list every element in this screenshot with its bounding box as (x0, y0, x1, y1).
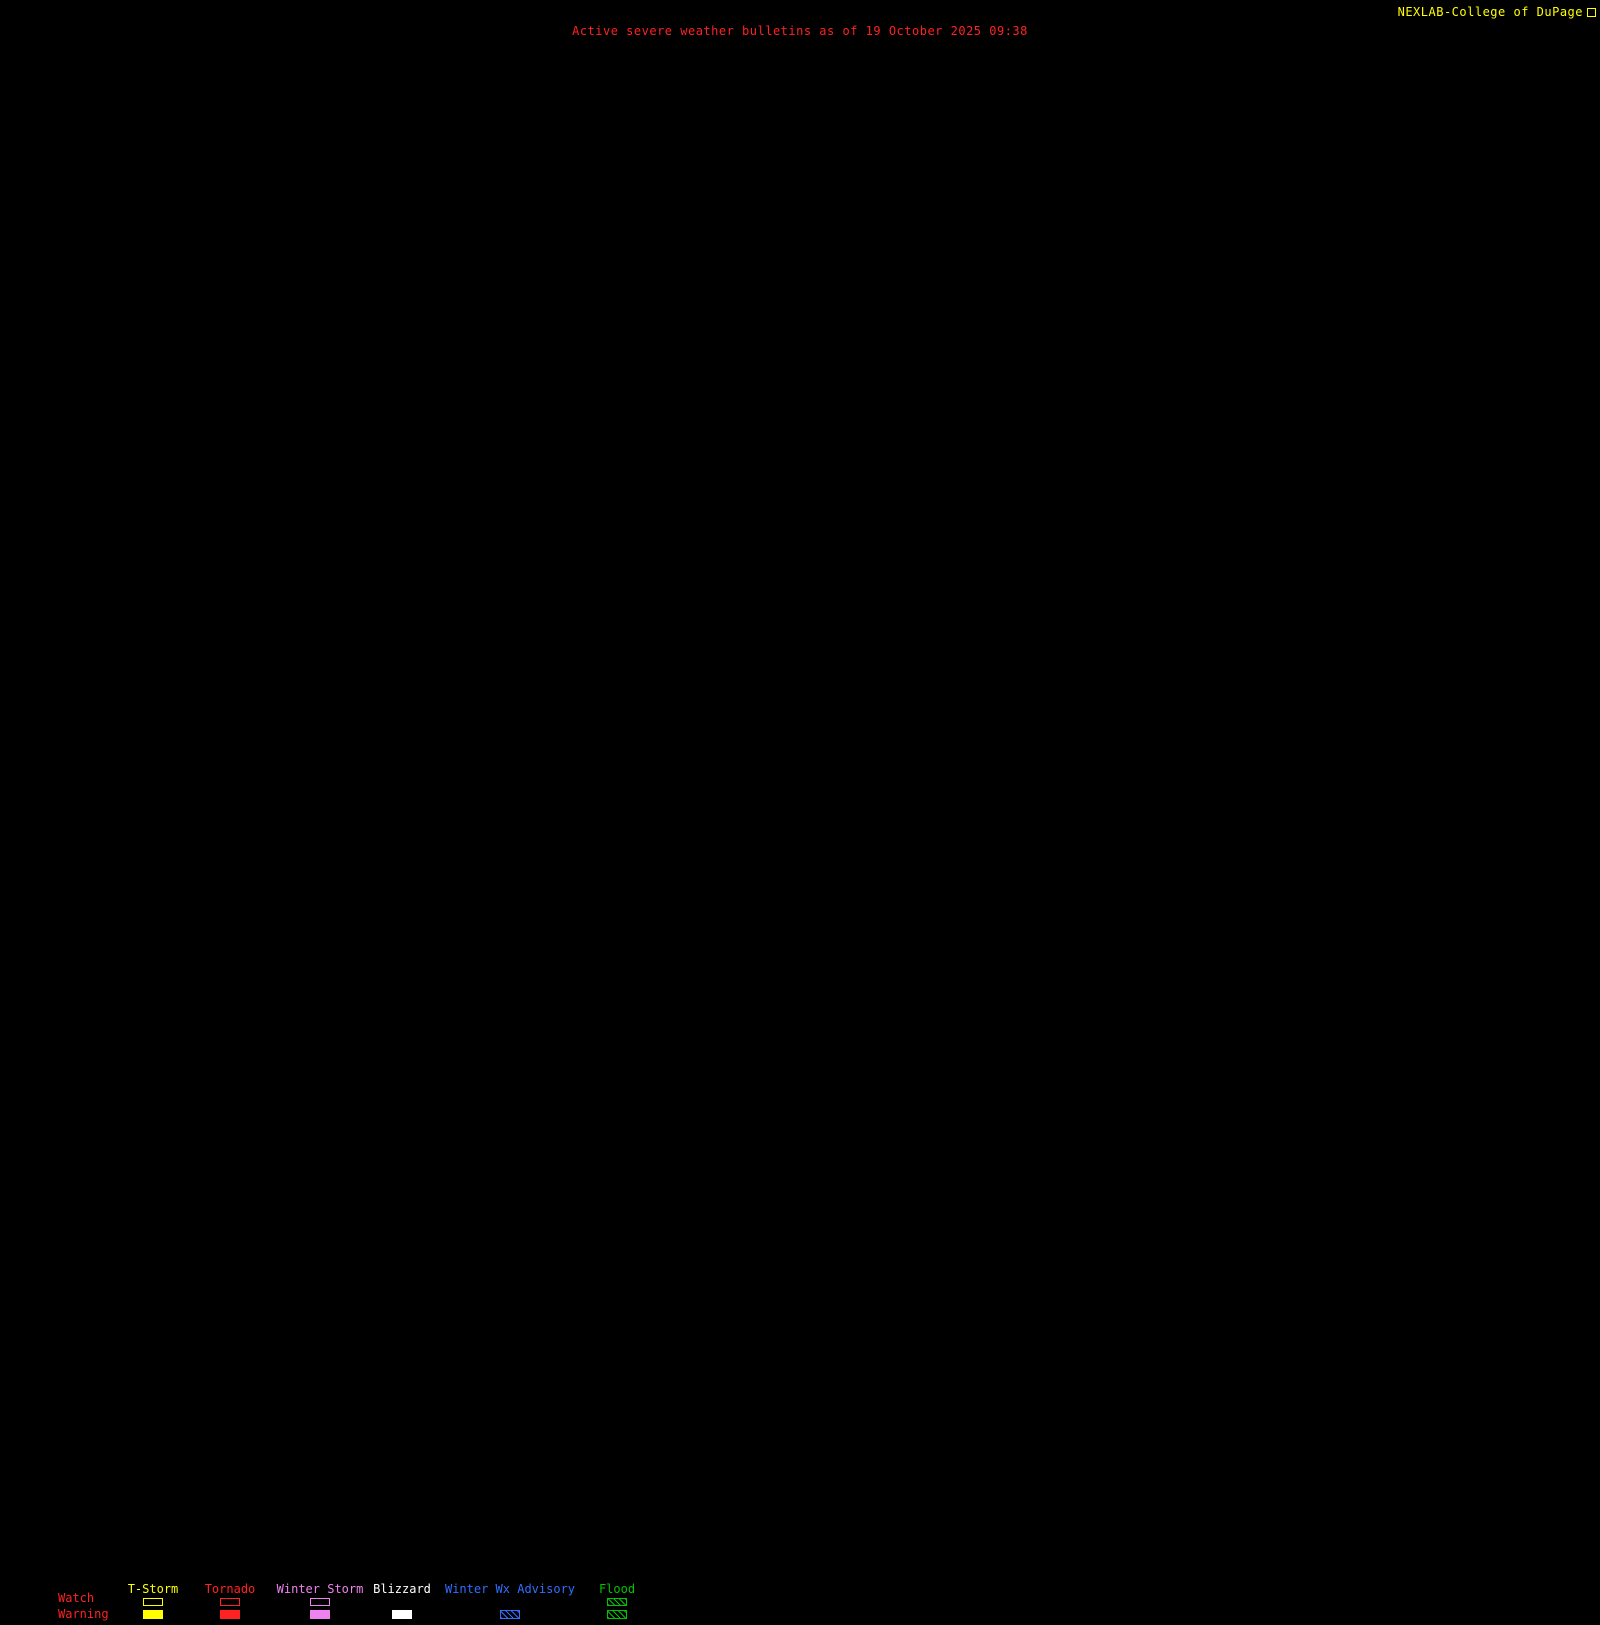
brand-logo-icon (1587, 7, 1596, 17)
legend-label-winter-wx-advisory: Winter Wx Advisory (444, 1582, 576, 1596)
legend-label-flood: Flood (598, 1582, 636, 1596)
bulletin-title: Active severe weather bulletins as of 19… (572, 24, 1028, 38)
brand: NEXLAB-College of DuPage (1398, 5, 1596, 19)
winter-storm-watch-swatch (310, 1598, 330, 1606)
tornado-warning-swatch (220, 1610, 240, 1619)
tstorm-warning-swatch (143, 1610, 163, 1619)
flood-watch-swatch (607, 1598, 627, 1606)
winter-storm-warning-swatch (310, 1610, 330, 1619)
legend-row-label-warning: Warning (58, 1607, 109, 1621)
legend: Watch Warning T-Storm Tornado Winter Sto… (0, 790, 1600, 1621)
legend-column-winter-wx-advisory: Winter Wx Advisory (440, 1583, 580, 1625)
weather-map-canvas (0, 0, 1600, 900)
legend-row-label-watch: Watch (58, 1591, 95, 1605)
brand-text: NEXLAB-College of DuPage (1397, 5, 1583, 19)
legend-column-flood: Flood (567, 1583, 667, 1625)
winter-wx-advisory-warning-swatch (500, 1610, 520, 1619)
flood-warning-swatch (607, 1610, 627, 1619)
tstorm-watch-swatch (143, 1598, 163, 1606)
legend-column-blizzard: Blizzard (352, 1583, 452, 1625)
blizzard-warning-swatch (392, 1610, 412, 1619)
legend-label-blizzard: Blizzard (373, 1582, 431, 1596)
tornado-watch-swatch (220, 1598, 240, 1606)
